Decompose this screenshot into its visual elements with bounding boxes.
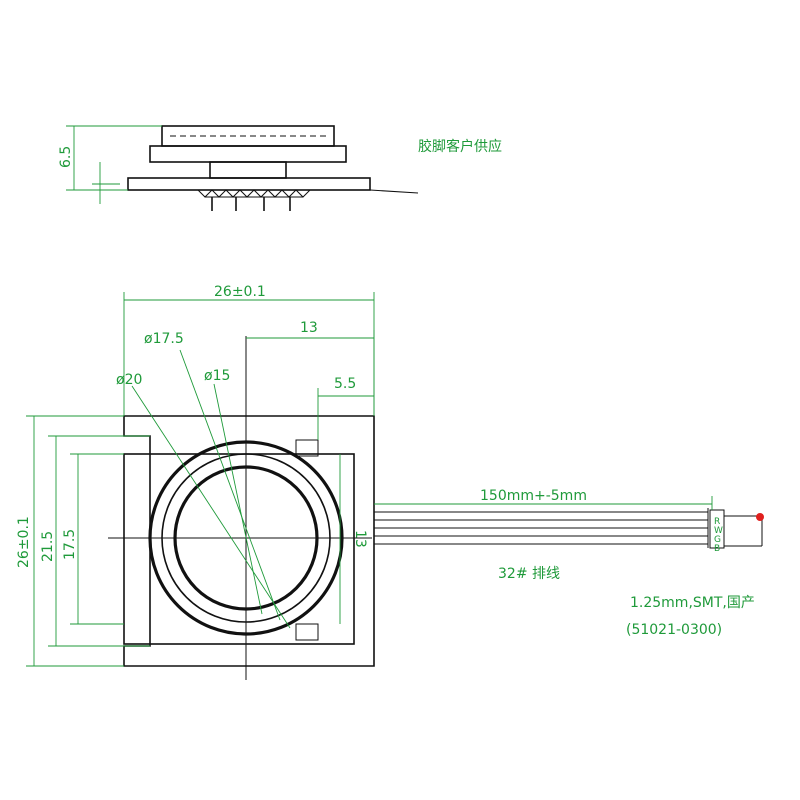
dim-21-5-label: 21.5 <box>40 531 56 562</box>
dia-outer-label: ø20 <box>116 372 142 388</box>
dia-middle-label: ø17.5 <box>144 331 184 347</box>
side-height-label: 6.5 <box>58 146 74 168</box>
dim-width <box>123 292 375 416</box>
pin-label-g: G <box>714 535 721 545</box>
side-body <box>209 161 287 179</box>
pin-label-w: W <box>714 526 723 536</box>
side-note: 胶脚客户供应 <box>418 138 502 155</box>
side-cap <box>161 125 335 147</box>
dim-height-side <box>66 125 162 204</box>
connector-part-number: (51021-0300) <box>626 622 722 638</box>
cable-length-dim <box>374 496 713 510</box>
side-base-plate <box>127 177 371 191</box>
dim-5-5 <box>317 388 374 440</box>
diameter-leaders <box>131 349 291 629</box>
dim-17-5 <box>70 453 124 625</box>
pin-1-marker <box>756 513 764 521</box>
tab-bottom-right <box>295 623 319 641</box>
dim-13-top <box>246 330 375 416</box>
pin-label-r: R <box>714 517 720 527</box>
side-pins <box>211 197 291 211</box>
connector-housing <box>709 509 725 549</box>
tab-top-right <box>295 439 319 457</box>
side-foam-pad <box>197 189 311 198</box>
dim-13-right-label: 13 <box>352 530 368 548</box>
dim-21-5 <box>48 435 150 647</box>
dim-17-5-label: 17.5 <box>62 529 78 560</box>
side-view: 6.5 胶脚客户供应 <box>58 125 502 211</box>
cable-length-label: 150mm+-5mm <box>480 488 587 504</box>
offset-13-label: 13 <box>300 320 318 336</box>
pin-labels: R W G B <box>714 517 723 554</box>
offset-5-5-label: 5.5 <box>334 376 356 392</box>
pin-label-b: B <box>714 544 720 554</box>
front-view: ø20 ø17.5 ø15 26±0.1 13 5.5 26±0.1 <box>16 284 375 680</box>
side-flange <box>149 145 347 163</box>
cable-type-label: 32# 排线 <box>498 566 560 582</box>
width-label: 26±0.1 <box>214 284 266 300</box>
inner-plate <box>123 453 355 645</box>
ribbon-cable <box>374 508 763 549</box>
connector-label: 1.25mm,SMT,国产 <box>630 595 755 611</box>
side-cable <box>369 189 419 194</box>
height-label: 26±0.1 <box>16 516 32 568</box>
dia-inner-label: ø15 <box>204 368 230 384</box>
dim-height <box>26 415 124 667</box>
